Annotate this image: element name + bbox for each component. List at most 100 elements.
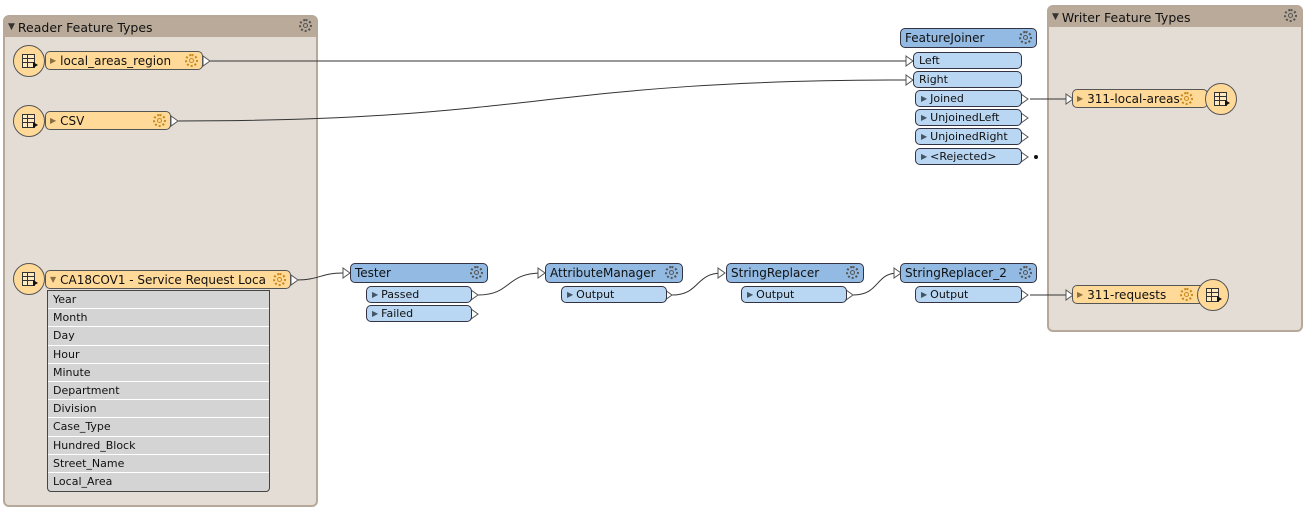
collapse-triangle-icon[interactable]: ▼ [1052, 12, 1059, 22]
attribute-item[interactable]: Year [48, 291, 269, 310]
reader-feature-type[interactable]: ▶ local_areas_region [45, 51, 203, 70]
triangle-icon: ▶ [921, 290, 928, 299]
output-port-joined[interactable]: ▶ Joined [915, 90, 1022, 107]
stringreplacer-transformer[interactable]: StringReplacer [726, 263, 864, 283]
gear-icon[interactable] [153, 114, 166, 127]
input-port-arrow [1065, 93, 1074, 105]
output-port-arrow [845, 289, 854, 301]
gear-icon[interactable] [1019, 266, 1032, 279]
reader-feature-label: CSV [60, 113, 85, 128]
triangle-icon: ▶ [372, 290, 379, 299]
port-label: Right [919, 73, 948, 86]
output-port-arrow [202, 55, 211, 67]
output-port-output[interactable]: ▶ Output [561, 286, 667, 303]
triangle-icon: ▶ [921, 113, 928, 122]
attributemanager-transformer[interactable]: AttributeManager [545, 263, 683, 283]
collapse-triangle-icon[interactable]: ▼ [50, 275, 57, 284]
input-port-right[interactable]: Right [913, 71, 1022, 88]
writer-bookmark[interactable]: ▼ Writer Feature Types [1047, 5, 1303, 332]
port-label: Passed [381, 288, 420, 301]
output-port-arrow [1020, 151, 1029, 163]
output-port-unjoinedleft[interactable]: ▶ UnjoinedLeft [915, 109, 1022, 126]
attribute-item[interactable]: Minute [48, 364, 269, 382]
port-label: Output [930, 288, 969, 301]
output-port-arrow [170, 115, 179, 127]
expand-triangle-icon[interactable]: ▶ [50, 116, 57, 125]
gear-icon[interactable] [846, 266, 859, 279]
output-port-output[interactable]: ▶ Output [915, 286, 1022, 303]
reader-table-icon [13, 45, 45, 77]
writer-feature-label: 311-requests [1087, 287, 1167, 302]
attribute-item[interactable]: Division [48, 400, 269, 419]
output-port-arrow [1020, 93, 1029, 105]
attribute-item[interactable]: Hour [48, 346, 269, 364]
transformer-title: StringReplacer_2 [905, 266, 1007, 280]
connection-link [671, 272, 723, 296]
port-label: Output [756, 288, 795, 301]
attribute-item[interactable]: Case_Type [48, 418, 269, 437]
gear-icon[interactable] [1180, 288, 1193, 301]
writer-table-icon [1205, 83, 1237, 115]
input-port-arrow [717, 267, 726, 279]
gear-icon[interactable] [273, 273, 286, 286]
reader-bookmark-title: Reader Feature Types [17, 19, 153, 35]
reader-bookmark-header[interactable]: ▼ Reader Feature Types [5, 17, 316, 37]
output-port-output[interactable]: ▶ Output [741, 286, 847, 303]
gear-icon[interactable] [1180, 92, 1193, 105]
port-label: Left [919, 54, 940, 67]
reader-feature-type[interactable]: ▶ CSV [45, 111, 171, 130]
gear-icon[interactable] [185, 54, 198, 67]
output-port-unjoinedright[interactable]: ▶ UnjoinedRight [915, 128, 1022, 145]
gear-icon[interactable] [1019, 31, 1032, 44]
triangle-icon: ▶ [567, 290, 574, 299]
output-port-rejected[interactable]: ▶ <Rejected> [915, 148, 1022, 165]
writer-feature-type[interactable]: ▶ 311-local-areas [1072, 89, 1208, 108]
expand-triangle-icon[interactable]: ▶ [1077, 290, 1084, 299]
input-port-arrow [893, 267, 902, 279]
expand-triangle-icon[interactable]: ▶ [50, 56, 57, 65]
input-port-arrow [342, 267, 351, 279]
reader-feature-label: CA18COV1 - Service Request Loca [60, 272, 266, 287]
triangle-icon: ▶ [372, 309, 379, 318]
reader-feature-type[interactable]: ▼ CA18COV1 - Service Request Loca [45, 270, 291, 289]
triangle-icon: ▶ [747, 290, 754, 299]
input-port-arrow [905, 55, 914, 67]
connection-link [295, 272, 344, 281]
tester-transformer[interactable]: Tester [350, 263, 488, 283]
gear-icon[interactable] [665, 266, 678, 279]
attribute-item[interactable]: Day [48, 327, 269, 346]
gear-icon[interactable] [299, 19, 312, 32]
stringreplacer2-transformer[interactable]: StringReplacer_2 [900, 263, 1037, 283]
writer-bookmark-header[interactable]: ▼ Writer Feature Types [1049, 7, 1301, 27]
gear-icon[interactable] [1284, 9, 1297, 22]
attribute-item[interactable]: Street_Name [48, 455, 269, 473]
reader-table-icon [13, 263, 45, 295]
output-port-arrow [470, 308, 479, 320]
writer-table-icon [1197, 279, 1229, 311]
triangle-icon: ▶ [921, 94, 928, 103]
port-label: <Rejected> [930, 150, 997, 163]
port-label: UnjoinedLeft [930, 111, 1000, 124]
featurejoiner-transformer[interactable]: FeatureJoiner [900, 28, 1037, 48]
input-port-arrow [1065, 289, 1074, 301]
input-port-left[interactable]: Left [913, 52, 1022, 69]
gear-icon[interactable] [470, 266, 483, 279]
port-label: Output [576, 288, 615, 301]
connection-link [477, 272, 543, 296]
attribute-item[interactable]: Department [48, 382, 269, 401]
expand-triangle-icon[interactable]: ▶ [1077, 94, 1084, 103]
port-label: UnjoinedRight [930, 130, 1008, 143]
attribute-item[interactable]: Hundred_Block [48, 437, 269, 455]
input-port-arrow [537, 267, 546, 279]
attribute-item[interactable]: Local_Area [53, 474, 113, 488]
transformer-title: AttributeManager [550, 266, 656, 280]
output-port-arrow [1020, 289, 1029, 301]
attribute-item[interactable]: Month [48, 309, 269, 328]
output-port-failed[interactable]: ▶ Failed [366, 305, 472, 322]
transformer-title: Tester [355, 266, 391, 280]
attribute-list: Year Month Day Hour Minute Department Di… [47, 290, 270, 492]
writer-feature-type[interactable]: ▶ 311-requests [1072, 285, 1208, 304]
output-port-passed[interactable]: ▶ Passed [366, 286, 472, 303]
collapse-triangle-icon[interactable]: ▼ [8, 22, 15, 32]
